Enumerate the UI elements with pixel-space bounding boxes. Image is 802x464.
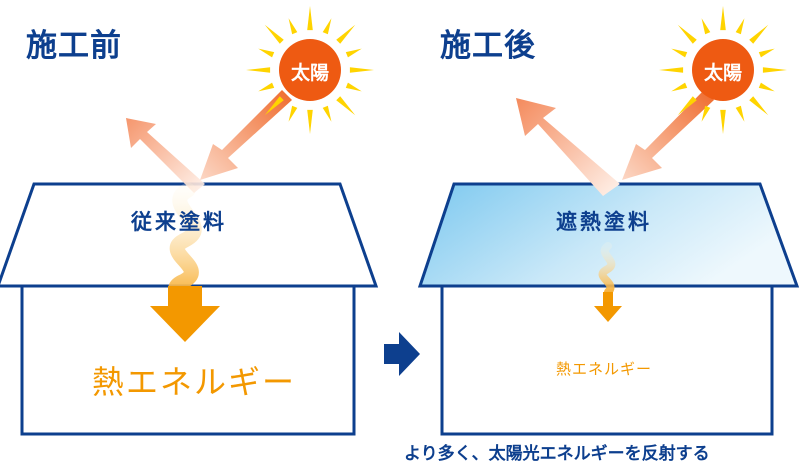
heat-arrow-down-icon	[150, 286, 220, 342]
after-house-roof	[417, 182, 800, 288]
sun-ray	[701, 105, 711, 122]
sun-ray	[307, 109, 313, 134]
sun-ray	[258, 82, 275, 92]
sun-ray	[264, 96, 284, 116]
heat-arrow-down-icon	[594, 292, 622, 322]
sun-ray	[671, 48, 688, 58]
before-title: 施工前	[26, 28, 122, 64]
sun-ray	[720, 109, 726, 134]
sun-ray	[758, 48, 775, 58]
sunray-arrow-icon	[622, 90, 714, 180]
sun-ray	[288, 105, 298, 122]
sun-ray	[749, 96, 769, 116]
sun-ray	[246, 67, 271, 73]
sun-ray	[322, 105, 332, 122]
sun-ray	[336, 96, 356, 116]
sun-ray	[264, 24, 284, 44]
sun-ray	[345, 82, 362, 92]
sunray-arrow-icon	[200, 90, 292, 180]
sun-ray	[758, 82, 775, 92]
caption: より多く、太陽光エネルギーを反射する	[404, 444, 710, 464]
sun-ray	[307, 6, 313, 31]
reflect-arrow-icon	[126, 118, 205, 193]
sun-icon	[246, 6, 374, 134]
sun-ray	[749, 24, 769, 44]
sun-ray	[677, 96, 697, 116]
sun-ray	[258, 48, 275, 58]
right-arrow-icon	[384, 332, 420, 376]
sun-ray	[671, 82, 688, 92]
sun-ray	[345, 48, 362, 58]
sun-core	[692, 39, 754, 101]
sun-core	[279, 39, 341, 101]
sun-ray	[720, 6, 726, 31]
reflect-arrow-icon	[516, 98, 620, 196]
sun-ray	[336, 24, 356, 44]
before-panel	[0, 6, 379, 436]
after-title: 施工後	[440, 28, 536, 64]
sun-ray	[735, 18, 745, 35]
heat-wave-icon	[598, 242, 616, 296]
before-roof-label: 従来塗料	[131, 210, 227, 234]
sun-icon	[659, 6, 787, 134]
after-heat-label: 熱エネルギー	[556, 360, 653, 378]
sun-ray	[659, 67, 684, 73]
sun-ray	[288, 18, 298, 35]
sun-ray	[349, 67, 374, 73]
sun-ray	[735, 105, 745, 122]
sun-ray	[701, 18, 711, 35]
sun-ray	[677, 24, 697, 44]
sun-ray	[322, 18, 332, 35]
after-sun-label: 太陽	[704, 62, 743, 84]
before-heat-label: 熱エネルギー	[92, 363, 297, 401]
sun-ray	[762, 67, 787, 73]
after-panel	[417, 6, 800, 436]
after-roof-label: 遮熱塗料	[556, 210, 652, 234]
before-sun-label: 太陽	[291, 62, 330, 84]
